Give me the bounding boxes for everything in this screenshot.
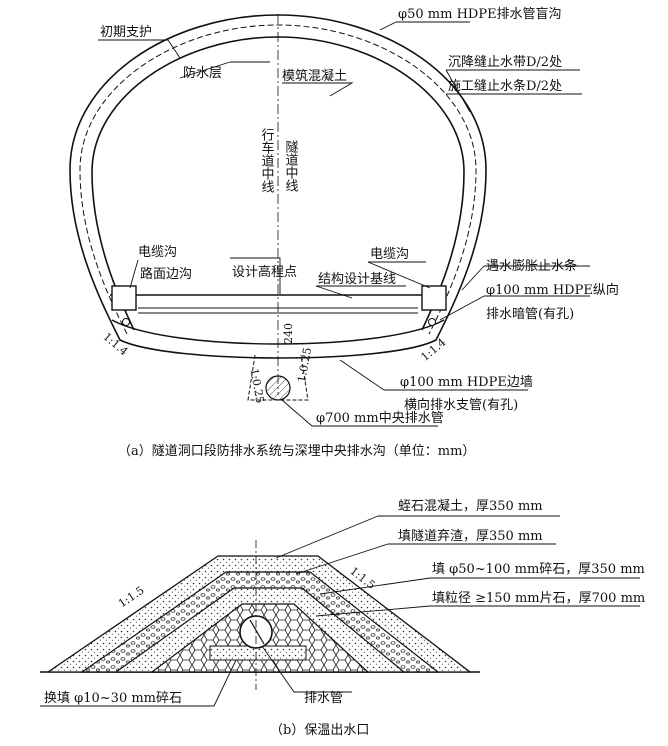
- outlet-leader-lines: [40, 515, 640, 707]
- label-structure-baseline: 结构设计基线: [318, 272, 396, 287]
- label-design-elevation: 设计高程点: [232, 264, 297, 280]
- label-slope-ditch-right: 1:0.25: [295, 346, 314, 383]
- initial-support-outline: [69, 14, 487, 359]
- waterproof-layer-outline: [79, 24, 477, 335]
- label-side-pipe-1: φ100 mm HDPE边墙: [400, 375, 533, 390]
- label-road-ditch: 路面边沟: [140, 266, 192, 282]
- label-dim-240: 240: [282, 323, 295, 344]
- label-outlet-drain-pipe: 排水管: [304, 691, 343, 706]
- label-replace-fill: 换填 φ10~30 mm碎石: [44, 691, 182, 706]
- label-cable-trench-left: 电缆沟: [138, 244, 177, 260]
- cable-trench-left: [111, 285, 137, 311]
- label-slope-ditch-left: 1:0.25: [248, 367, 267, 404]
- central-drain-pipe: [265, 375, 291, 401]
- label-settlement-joint: 沉降缝止水带D/2处: [448, 55, 562, 70]
- cable-trench-right: [421, 285, 447, 311]
- label-longitudinal-pipe-2: 排水暗管(有孔): [486, 307, 574, 322]
- label-outlet-slope-left: 1:1.5: [116, 584, 147, 611]
- label-slope-left: 1:1.4: [101, 330, 131, 358]
- label-slope-right: 1:1.4: [418, 336, 448, 364]
- label-cable-trench-right: 电缆沟: [370, 246, 409, 262]
- label-lining: 模筑混凝土: [282, 68, 347, 84]
- label-tunnel-center: 隧道中线: [283, 139, 299, 192]
- label-construction-joint: 施工缝止水条D/2处: [448, 78, 562, 94]
- label-gravel-fill: 填 φ50~100 mm碎石，厚350 mm: [432, 562, 645, 577]
- label-initial-support: 初期支护: [100, 25, 152, 40]
- label-central-ditch: φ700 mm中央排水管: [316, 411, 444, 426]
- label-lane-center: 行车道中线: [259, 128, 275, 193]
- outlet-diagram: 蛭石混凝土，厚350 mm 填隧道弃渣，厚350 mm 填 φ50~100 mm…: [40, 498, 645, 738]
- tunnel-diagram: 初期支护 φ50 mm HDPE排水管盲沟 防水层 模筑混凝土 沉降缝止水带D/…: [69, 6, 619, 459]
- outlet-drain-pipe-mark: [249, 619, 265, 645]
- leader-lines: [98, 21, 590, 427]
- longitudinal-drain-left: [122, 318, 130, 326]
- label-side-pipe-2: 横向排水支管(有孔): [404, 397, 518, 413]
- label-longitudinal-pipe-1: φ100 mm HDPE纵向: [486, 282, 619, 298]
- label-tunnel-ballast: 填隧道弃渣，厚350 mm: [398, 528, 543, 544]
- label-pebble-concrete: 蛭石混凝土，厚350 mm: [398, 498, 543, 514]
- label-water-swell-strip: 遇水膨胀止水条: [486, 258, 577, 274]
- label-drain-pipe: φ50 mm HDPE排水管盲沟: [398, 6, 562, 22]
- longitudinal-drain-right: [428, 318, 436, 326]
- caption-b: （b）保温出水口: [270, 723, 369, 738]
- caption-a: （a）隧道洞口段防排水系统与深埋中央排水沟（单位：mm）: [118, 443, 475, 459]
- label-rubble-fill: 填粒径 ≥150 mm片石，厚700 mm: [432, 591, 645, 606]
- label-waterproof-layer: 防水层: [183, 65, 222, 81]
